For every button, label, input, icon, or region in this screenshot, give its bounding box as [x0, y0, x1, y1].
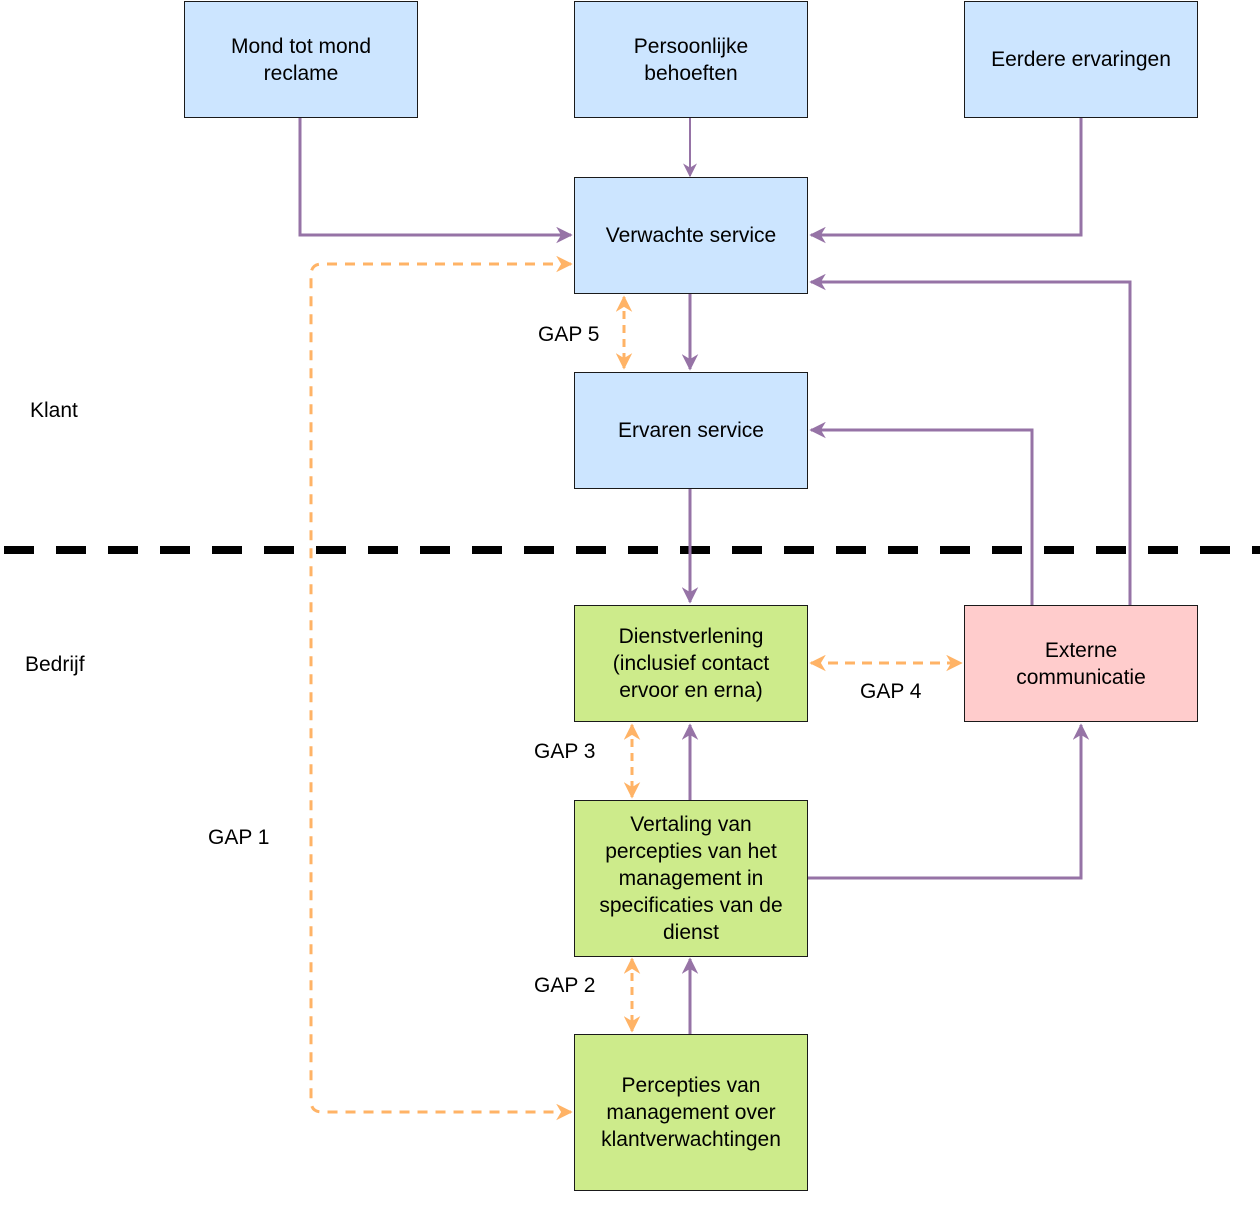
- node-externe-communicatie: Externe communicatie: [964, 605, 1198, 722]
- zone-label-klant: Klant: [30, 399, 78, 422]
- mond-to-verwacht-arrow: [298, 118, 573, 244]
- node-percepties: Percepties van management over klantverw…: [574, 1034, 808, 1191]
- node-dienstverlening: Dienstverlening (inclusief contact ervoo…: [574, 605, 808, 722]
- zone-label-bedrijf: Bedrijf: [25, 653, 85, 676]
- vertaling-to-extern-arrow: [808, 723, 1090, 880]
- gap3-label: GAP 3: [534, 740, 596, 763]
- gap4-label: GAP 4: [860, 680, 922, 703]
- gap2-label: GAP 2: [534, 974, 596, 997]
- extern-to-verwacht-arrow: [809, 273, 1132, 605]
- node-ervaren-service: Ervaren service: [574, 372, 808, 489]
- node-vertaling: Vertaling van percepties van het managem…: [574, 800, 808, 957]
- gap5-label: GAP 5: [538, 323, 600, 346]
- extern-to-ervaren-arrow: [809, 421, 1034, 605]
- node-mond-tot-mond: Mond tot mond reclame: [184, 1, 418, 118]
- node-verwachte-service: Verwachte service: [574, 177, 808, 294]
- ervaringen-to-verwacht-arrow: [809, 118, 1083, 244]
- gap1-label: GAP 1: [208, 826, 270, 849]
- node-eerdere-ervaringen: Eerdere ervaringen: [964, 1, 1198, 118]
- node-persoonlijke-behoeften: Persoonlijke behoeften: [574, 1, 808, 118]
- gap1-arrow: [309, 255, 573, 1121]
